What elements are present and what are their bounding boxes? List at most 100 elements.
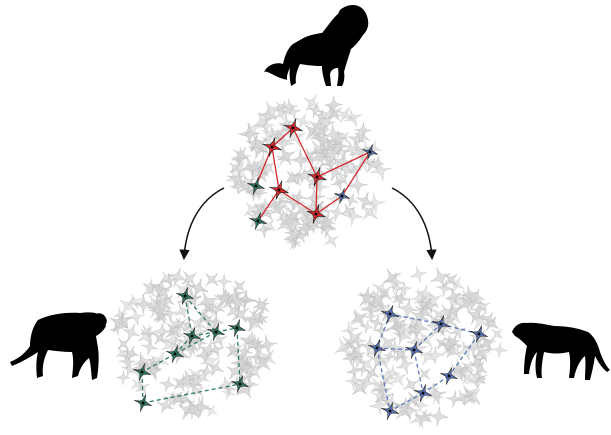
neuron-nucleus — [141, 401, 145, 405]
neuron — [184, 290, 202, 309]
neuron — [342, 350, 358, 366]
neuron — [344, 109, 362, 127]
ensemble-connection — [315, 195, 343, 215]
neuron — [174, 303, 191, 320]
neuron — [208, 341, 224, 358]
neuron — [109, 313, 128, 333]
neuron — [392, 326, 412, 346]
neuron — [429, 267, 451, 289]
neuron — [249, 135, 269, 154]
neuron — [322, 123, 345, 146]
neuron — [347, 163, 363, 179]
neuron — [274, 107, 288, 121]
neuron-nucleus — [256, 219, 260, 223]
neuron — [402, 376, 420, 393]
neuron — [140, 324, 153, 338]
neuron — [216, 273, 232, 290]
neuron — [237, 172, 256, 192]
neuron — [342, 205, 364, 227]
neuron — [233, 355, 250, 371]
neuron — [198, 339, 220, 361]
neuron — [179, 335, 199, 355]
neuron — [305, 175, 319, 189]
neuron — [115, 346, 129, 360]
neuron — [309, 199, 325, 215]
ensemble-edges-top — [255, 127, 371, 222]
neuron — [386, 310, 404, 328]
neuron-cluster-left — [109, 267, 278, 421]
neuron-nucleus — [173, 352, 177, 356]
neuron — [294, 202, 310, 219]
neuron — [424, 290, 443, 309]
neuron — [390, 370, 407, 387]
neuron — [369, 314, 385, 331]
neuron-nucleus — [315, 175, 319, 179]
ensemble-connection — [448, 333, 480, 377]
neuron — [378, 334, 397, 353]
neuron — [257, 334, 278, 355]
neuron — [355, 191, 375, 211]
neuron — [161, 305, 177, 322]
neuron — [336, 173, 349, 186]
neuron — [162, 329, 184, 351]
neuron — [279, 211, 299, 232]
neuron — [246, 159, 262, 175]
neuron — [342, 140, 360, 158]
neuron — [482, 312, 497, 327]
neuron — [445, 288, 463, 305]
neuron — [290, 189, 307, 205]
neuron — [347, 175, 368, 196]
neuron — [341, 204, 355, 218]
neuron — [205, 404, 218, 418]
neuron — [153, 332, 167, 345]
neuron-nucleus — [388, 409, 392, 413]
neuron — [252, 153, 273, 175]
neuron — [359, 319, 375, 334]
neuron — [124, 345, 139, 361]
neuron — [319, 215, 335, 231]
neuron — [253, 297, 269, 314]
ensemble-connection — [141, 371, 144, 404]
neuron — [447, 363, 467, 382]
neuron — [344, 372, 363, 391]
neuron — [445, 390, 463, 408]
neuron — [216, 291, 232, 307]
neuron-nucleus — [277, 188, 281, 192]
neuron — [443, 334, 460, 351]
neuron — [341, 321, 359, 339]
neuron — [285, 170, 300, 185]
neuron — [180, 318, 194, 333]
neuron — [372, 280, 389, 297]
neuron — [465, 371, 484, 390]
neuron — [344, 329, 363, 348]
ensemble-connection — [257, 189, 280, 222]
neuron — [449, 322, 467, 340]
neuron — [285, 207, 302, 224]
neuron — [325, 162, 345, 182]
neuron — [285, 127, 306, 148]
neuron — [476, 334, 497, 354]
neuron — [127, 308, 145, 326]
ensemble-connection — [271, 146, 280, 191]
neuron — [284, 194, 302, 211]
neuron — [127, 294, 143, 310]
neuron — [324, 233, 339, 248]
neuron — [330, 130, 348, 148]
neuron — [314, 109, 328, 124]
neuron-nucleus — [254, 184, 258, 188]
neuron-nucleus — [140, 370, 144, 374]
neuron — [233, 146, 249, 163]
neuron — [310, 147, 329, 166]
neuron — [295, 168, 311, 184]
neuron — [327, 203, 346, 222]
neuron — [173, 378, 188, 392]
neuron — [188, 278, 209, 299]
neuron — [414, 409, 432, 428]
ensemble-edges-left — [141, 295, 241, 404]
neuron — [324, 95, 344, 115]
ensemble-connection — [141, 353, 176, 373]
neuron — [435, 279, 454, 297]
neuron-nucleus — [270, 145, 274, 149]
neuron — [384, 271, 405, 293]
neuron-nucleus — [375, 346, 379, 350]
